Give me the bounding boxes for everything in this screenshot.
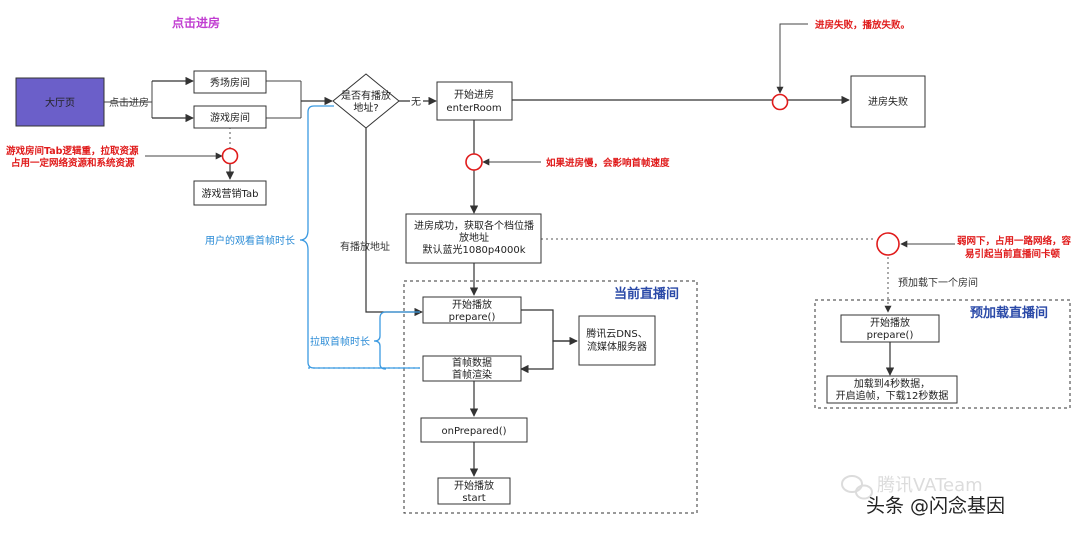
preload-data-label-line1: 加载到4秒数据，	[854, 377, 930, 390]
slow-marker-circle	[465, 153, 483, 171]
decision-node	[332, 73, 400, 129]
weak-network-marker-circle	[876, 232, 900, 256]
fail-marker-circle	[771, 93, 789, 111]
preload-room-region	[814, 299, 1071, 409]
prepare-label-line2: prepare()	[449, 312, 496, 323]
edge-label-has-url: 有播放地址	[340, 240, 390, 253]
preload-prepare-node	[840, 314, 940, 343]
game-room-label: 游戏房间	[210, 111, 250, 124]
on-prepared-label: onPrepared()	[441, 426, 506, 437]
lobby-label: 大厅页	[45, 96, 75, 109]
cdn-label-line1: 腾讯云DNS、	[586, 327, 648, 340]
preload-data-label-line2: 开启追帧，下载12秒数据	[836, 389, 949, 402]
watermark-credit: 头条 @闪念基因	[866, 494, 1005, 517]
game-room-node	[193, 105, 267, 129]
edge-label-preload-next: 预加载下一个房间	[898, 276, 978, 289]
preload-data-node	[826, 375, 958, 404]
edge-label-click-enter: 点击进房	[109, 96, 149, 109]
wechat-logo-icon	[841, 475, 873, 500]
watch-time-label: 用户的观看首帧时长	[205, 234, 295, 247]
game-tab-label: 游戏营销Tab	[202, 187, 259, 200]
first-frame-label-line2: 首帧渲染	[452, 368, 492, 381]
current-room-region	[403, 280, 698, 514]
first-frame-label-line1: 首帧数据	[452, 356, 492, 369]
game-note-line1: 游戏房间Tab逻辑重，拉取资源	[6, 145, 139, 157]
fail-note-arrow	[776, 23, 808, 94]
first-frame-node	[422, 355, 522, 382]
edge-cdn-firstframe	[520, 340, 577, 374]
show-room-node	[193, 70, 267, 94]
game-tab-node	[193, 180, 267, 206]
cdn-label-line2: 流媒体服务器	[587, 340, 647, 353]
watermark-logo-text: 腾讯VATeam	[877, 475, 983, 496]
fail-node	[850, 75, 926, 128]
pull-time-brace	[373, 311, 420, 370]
show-room-label: 秀场房间	[210, 76, 250, 89]
cdn-node	[578, 315, 656, 366]
enter-room-node	[436, 81, 513, 121]
edge-label-bg	[410, 95, 423, 107]
preload-room-title: 预加载直播间	[970, 305, 1048, 321]
start-node	[437, 477, 511, 505]
weak-note-line1: 弱网下，占用一路网络，容	[957, 235, 1072, 247]
game-note-line2: 占用一定网络资源和系统资源	[11, 157, 135, 169]
game-marker-circle	[221, 147, 239, 165]
lobby-node	[15, 77, 105, 127]
preload-prepare-label-line1: 开始播放	[870, 316, 910, 329]
success-label-line2: 放地址	[459, 231, 489, 244]
decision-label-line1: 是否有播放	[341, 89, 391, 102]
success-label-line1: 进房成功，获取各个档位播	[414, 219, 534, 232]
edge-prepare-cdn	[521, 309, 578, 346]
on-prepared-node	[420, 417, 528, 443]
enter-room-label-line2: enterRoom	[446, 103, 501, 114]
prepare-node	[422, 296, 522, 324]
weak-note-line2: 易引起当前直播间卡顿	[965, 248, 1061, 260]
edge-label-no: 无	[411, 97, 421, 108]
pull-time-label: 拉取首帧时长	[310, 335, 370, 348]
fail-note: 进房失败，播放失败。	[815, 19, 910, 31]
slow-note: 如果进房慢，会影响首帧速度	[546, 157, 670, 169]
current-room-title: 当前直播间	[614, 286, 679, 302]
success-node	[405, 213, 542, 264]
decision-label-line2: 地址?	[353, 101, 378, 114]
success-label-line3: 默认蓝光1080p4000k	[422, 243, 525, 256]
start-label-line1: 开始播放	[454, 479, 494, 492]
start-label-line2: start	[462, 493, 485, 504]
watch-time-brace	[299, 105, 420, 369]
enter-room-label-line1: 开始进房	[454, 88, 494, 101]
fail-label: 进房失败	[868, 95, 908, 108]
diagram-title: 点击进房	[172, 15, 220, 30]
prepare-label-line1: 开始播放	[452, 298, 492, 311]
preload-prepare-label-line2: prepare()	[867, 330, 914, 341]
